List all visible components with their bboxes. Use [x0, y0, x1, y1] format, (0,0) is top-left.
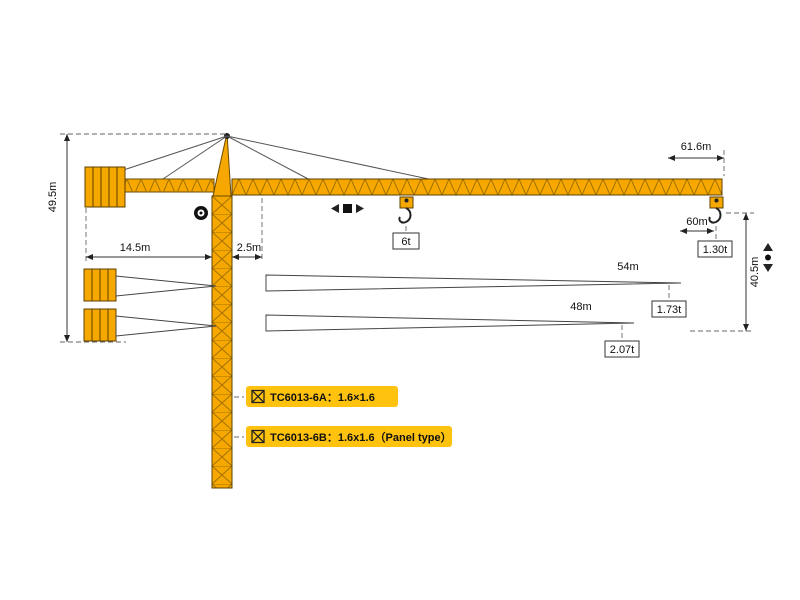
model-b-tag: TC6013-6B：1.6x1.6（Panel type）	[246, 426, 452, 447]
model-b-label: TC6013-6B：1.6x1.6（Panel type）	[270, 431, 452, 444]
dim-tip-radius-label: 60m	[686, 216, 707, 228]
dim-rear-offset: 2.5m	[232, 198, 263, 262]
dim-tower-height-label: 49.5m	[47, 182, 59, 213]
pendant-line	[226, 135, 313, 182]
model-a-label: TC6013-6A：1.6×1.6	[270, 392, 375, 404]
dim-counter-jib-radius-label: 14.5m	[120, 242, 151, 254]
pendant-line	[226, 135, 453, 185]
mast-section-icon	[251, 429, 265, 444]
dim-counter-jib-radius: 14.5m	[85, 208, 212, 262]
counter-jib-variant-54	[83, 268, 217, 302]
jib-variant-54: 54m 1.73t	[265, 261, 687, 318]
load-1-30t-box: 1.30t	[697, 240, 733, 258]
dim-tower-height: 49.5m	[47, 133, 226, 343]
dim-rear-offset-label: 2.5m	[237, 242, 261, 254]
load-6t-label: 6t	[401, 236, 410, 248]
hook-mid	[398, 196, 414, 224]
model-a-tag: TC6013-6A：1.6×1.6	[246, 386, 398, 407]
main-jib	[231, 178, 723, 196]
dim-max-radius-label: 61.6m	[681, 141, 712, 153]
dim-hook-travel-label: 40.5m	[749, 257, 761, 288]
jib-54-label: 54m	[617, 261, 638, 273]
tower-mast	[211, 195, 233, 489]
load-2-07t-label: 2.07t	[610, 344, 634, 356]
trolley-travel-icon	[331, 204, 364, 213]
load-1-30t-label: 1.30t	[703, 244, 727, 256]
mast-section-icon	[251, 389, 265, 404]
jib-variant-48: 48m 2.07t	[265, 301, 640, 358]
hook-tip	[708, 196, 724, 224]
dim-hook-travel: 40.5m	[690, 212, 761, 332]
hoist-direction-icon	[763, 243, 773, 272]
counter-jib-variant-48	[83, 308, 217, 342]
counterweight-block	[84, 166, 126, 208]
dim-tip-radius: 60m	[680, 216, 714, 234]
jib-48-label: 48m	[570, 301, 591, 313]
pendant-line	[162, 135, 228, 180]
slewing-rotation-icon	[194, 206, 208, 220]
load-1-73t-label: 1.73t	[657, 304, 681, 316]
load-6t-box: 6t	[392, 232, 420, 250]
dim-max-radius: 61.6m	[668, 141, 725, 176]
